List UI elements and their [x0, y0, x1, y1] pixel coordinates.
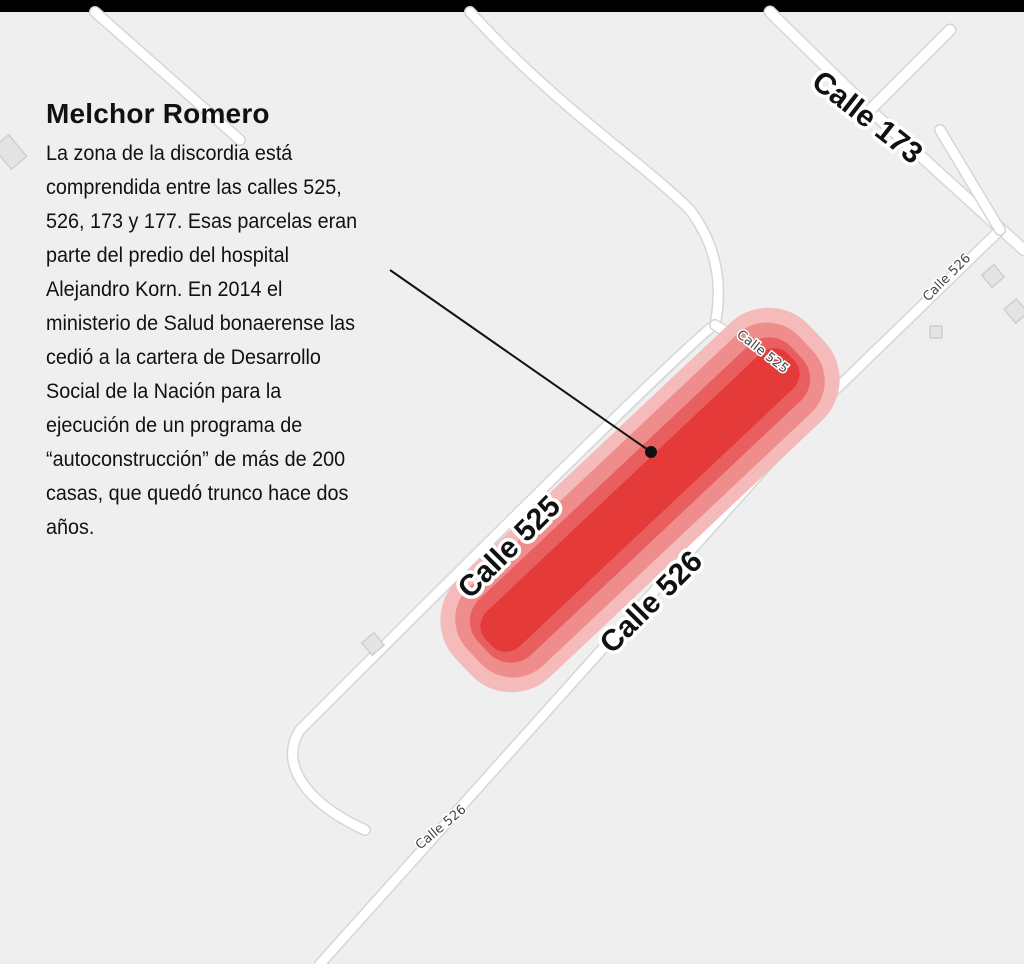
leader-line: [389, 269, 652, 453]
leader-dot: [645, 446, 657, 458]
building: [0, 133, 28, 171]
buildings: [0, 133, 1024, 657]
zone-core: [480, 348, 800, 652]
dispute-zone[interactable]: [417, 285, 863, 716]
caption-block: Melchor Romero La zona de la discordia e…: [46, 98, 376, 544]
building: [1003, 297, 1024, 325]
frame-top: [0, 0, 1024, 12]
building: [980, 263, 1006, 289]
building: [360, 631, 386, 657]
caption-body: La zona de la discordia está comprendida…: [46, 141, 358, 539]
caption-title: Melchor Romero: [46, 98, 270, 129]
pointer-leader: [389, 269, 657, 458]
building: [929, 325, 943, 339]
map-land: [0, 10, 1024, 964]
